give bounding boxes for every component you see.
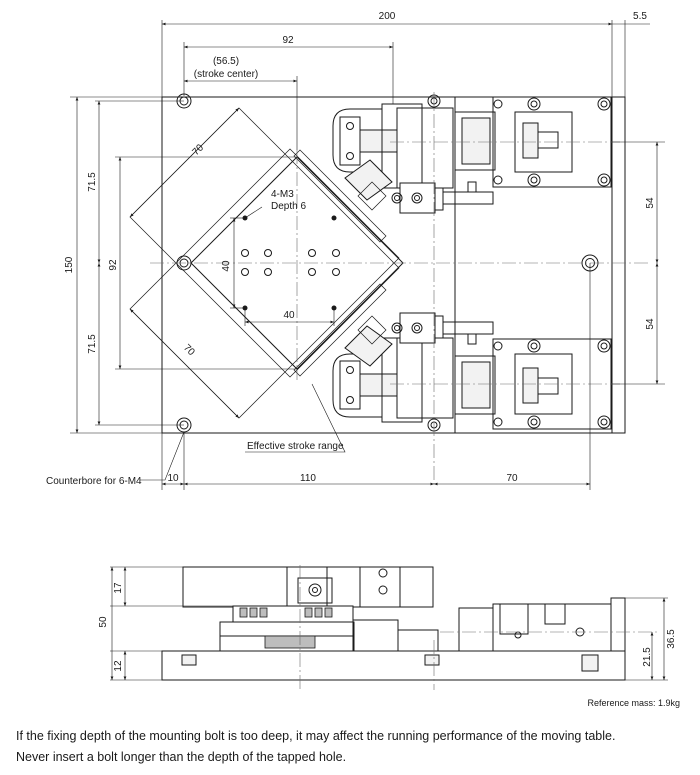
dim-92-top: 92 <box>282 35 294 46</box>
label-4-m3: 4-M3 <box>271 189 294 200</box>
dim-12: 12 <box>113 660 124 672</box>
dim-70-diagonal-top: 70 <box>190 142 206 158</box>
label-counterbore: Counterbore for 6-M4 <box>46 476 142 487</box>
dim-71-5-top: 71.5 <box>87 172 98 192</box>
upper-actuator <box>332 96 612 214</box>
dim-21-5: 21.5 <box>642 647 653 667</box>
technical-drawing: 200 5.5 92 (56.5) (stroke center) 150 71… <box>46 11 677 690</box>
side-view: 17 50 12 36.5 21.5 <box>98 565 677 690</box>
dim-110: 110 <box>300 473 316 484</box>
dim-70-diagonal-bottom: 70 <box>181 342 197 358</box>
reference-mass: Reference mass: 1.9kg <box>587 698 680 708</box>
note-bolt-length: Never insert a bolt longer than the dept… <box>16 750 347 764</box>
dim-10: 10 <box>167 473 179 484</box>
dim-40-vertical: 40 <box>221 260 232 272</box>
dim-stroke-center-label: (stroke center) <box>194 69 258 80</box>
side-base <box>161 650 626 681</box>
dim-54-top: 54 <box>645 197 656 209</box>
dim-71-5-bottom: 71.5 <box>87 334 98 354</box>
dimension-lines <box>70 20 665 490</box>
top-view-dimension-labels: 200 5.5 92 (56.5) (stroke center) 150 71… <box>46 11 656 487</box>
centerlines <box>150 92 650 484</box>
note-fixing-depth: If the fixing depth of the mounting bolt… <box>16 729 616 743</box>
dim-54-bottom: 54 <box>645 318 656 330</box>
dim-92-left: 92 <box>108 259 119 271</box>
label-effective-stroke-range: Effective stroke range <box>247 441 344 452</box>
dim-stroke-center-value: (56.5) <box>213 56 239 67</box>
dim-40-horizontal: 40 <box>283 310 295 321</box>
dim-17: 17 <box>113 582 124 594</box>
dim-150: 150 <box>64 256 75 273</box>
base-plate <box>161 96 613 434</box>
dim-5-5: 5.5 <box>633 11 647 22</box>
hole-pattern <box>241 249 340 276</box>
dim-50: 50 <box>98 616 109 628</box>
top-view: 200 5.5 92 (56.5) (stroke center) 150 71… <box>46 11 665 490</box>
label-depth-6: Depth 6 <box>271 201 306 212</box>
lower-actuator <box>332 312 612 430</box>
dim-70-bottom: 70 <box>506 473 518 484</box>
dim-200: 200 <box>379 11 396 22</box>
dim-36-5: 36.5 <box>666 629 677 649</box>
side-motor <box>458 607 494 652</box>
tapped-holes <box>242 215 337 311</box>
